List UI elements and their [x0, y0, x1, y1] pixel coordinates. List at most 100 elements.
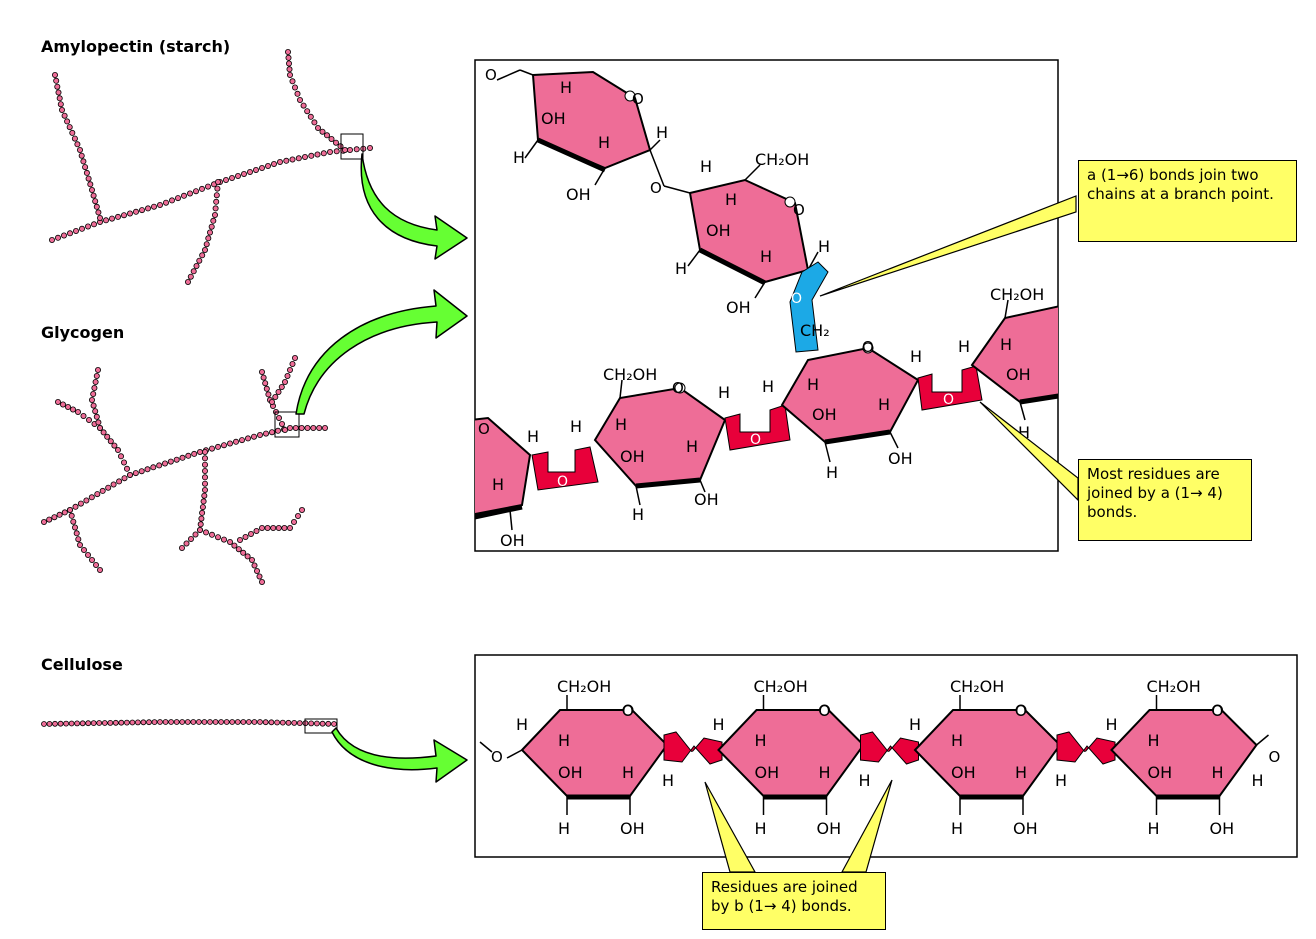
atom-label: O — [1269, 748, 1281, 766]
atom-label: H — [1252, 771, 1264, 790]
glucose-bead — [144, 466, 151, 473]
glucose-bead — [95, 209, 102, 216]
atom-label: CH₂OH — [990, 285, 1044, 304]
glucose-bead — [281, 426, 288, 433]
atom-label: CH₂OH — [950, 677, 1004, 696]
glucose-bead — [220, 442, 227, 449]
glucose-bead — [285, 54, 292, 61]
glucose-bead — [353, 146, 360, 153]
glucose-bead — [212, 205, 219, 212]
atom-label: OH — [951, 763, 976, 782]
atom-label: H — [1000, 335, 1012, 354]
atom-label: O — [688, 750, 699, 766]
amylopectin-label: Amylopectin (starch) — [41, 37, 231, 56]
glucose-bead — [235, 546, 242, 553]
atom-label: O — [1015, 702, 1027, 720]
glucose-bead — [207, 719, 213, 725]
glucose-bead — [75, 536, 82, 543]
glucose-bead — [284, 372, 291, 379]
atom-label: H — [910, 347, 922, 366]
glucose-bead — [178, 545, 185, 552]
glucose-bead — [121, 459, 128, 466]
alpha-1-4-glycosidic-link: O H — [724, 377, 791, 451]
glucose-bead — [93, 372, 100, 379]
ring-oxygen — [1015, 704, 1027, 716]
glucose-bead — [92, 408, 99, 415]
atom-label: H — [958, 337, 970, 356]
glucose-bead — [93, 413, 100, 420]
glucose-bead — [326, 148, 333, 155]
glucose-bead — [61, 232, 68, 239]
glucose-bead — [260, 374, 267, 381]
atom-label: OH — [500, 531, 525, 550]
glucose-bead — [313, 720, 320, 727]
glucose-bead — [157, 719, 163, 725]
atom-label: OH — [1210, 819, 1235, 838]
glucose-bead — [173, 456, 180, 463]
glucose-bead — [268, 398, 275, 405]
glucose-bead — [71, 135, 78, 142]
glucose-bead — [78, 152, 85, 159]
glucose-bead — [232, 438, 239, 445]
glucose-bead — [320, 150, 327, 157]
glucose-bead — [132, 470, 139, 477]
glycogen-zoom-box — [274, 411, 300, 438]
glucose-bead — [218, 719, 225, 725]
glucose-bead — [191, 450, 198, 457]
glucose-bead — [83, 169, 90, 176]
glucose-bead — [301, 153, 308, 160]
atom-label: H — [513, 148, 525, 167]
glucose-bead — [308, 152, 315, 159]
glucose-bead — [190, 268, 197, 275]
atom-label: H — [878, 395, 890, 414]
glucose-bead — [298, 506, 305, 513]
glucose-bead — [262, 719, 269, 726]
atom-label: O — [1081, 750, 1092, 766]
glucose-bead — [258, 525, 265, 532]
glucose-bead — [190, 719, 197, 725]
glucose-bead — [168, 719, 175, 725]
atom-label: O — [650, 179, 662, 197]
cellulose-zoom-arrow — [331, 727, 468, 783]
alpha-1-4-callout: Most residues are joined by a (1→ 4) bon… — [1078, 459, 1252, 541]
glucose-ring: O H H OH — [475, 416, 539, 550]
glucose-bead — [346, 146, 353, 153]
glucose-bead — [240, 549, 247, 556]
atom-label: H — [622, 763, 634, 782]
glucose-bead — [196, 257, 203, 264]
atom-label: H — [1148, 731, 1160, 750]
atom-label: H — [951, 819, 963, 838]
glucose-bead — [150, 203, 157, 210]
glucose-bead — [85, 720, 92, 727]
glucose-bead — [201, 448, 208, 455]
beta-1-4-glycosidic-link — [860, 731, 919, 765]
glucose-bead — [77, 542, 84, 549]
atom-label: H — [558, 731, 570, 750]
glucose-bead — [81, 547, 88, 554]
glucose-bead — [248, 557, 255, 564]
glucose-bead — [251, 562, 258, 569]
glucose-bead — [80, 412, 87, 419]
glucose-bead — [264, 525, 271, 532]
glucose-bead — [89, 557, 96, 564]
glucose-bead — [244, 435, 251, 442]
glucose-bead — [90, 390, 97, 397]
glucose-bead — [245, 719, 252, 725]
atom-label: O — [943, 392, 954, 408]
atom-label: H — [632, 505, 644, 524]
atom-label: H — [527, 427, 539, 446]
glucose-bead — [229, 719, 236, 725]
glucose-bead — [66, 124, 73, 131]
glucose-bead — [286, 424, 293, 431]
glucose-bead — [82, 164, 89, 171]
glucose-bead — [257, 719, 263, 725]
atom-label: OH — [1148, 763, 1173, 782]
glucose-bead — [281, 525, 288, 532]
glucose-bead — [72, 503, 79, 510]
glucose-bead — [201, 719, 208, 725]
glucose-bead — [134, 719, 141, 726]
glucose-bead — [168, 197, 175, 204]
atom-label: H — [662, 771, 674, 790]
glucose-bead — [92, 198, 99, 205]
glucose-bead — [272, 393, 279, 400]
